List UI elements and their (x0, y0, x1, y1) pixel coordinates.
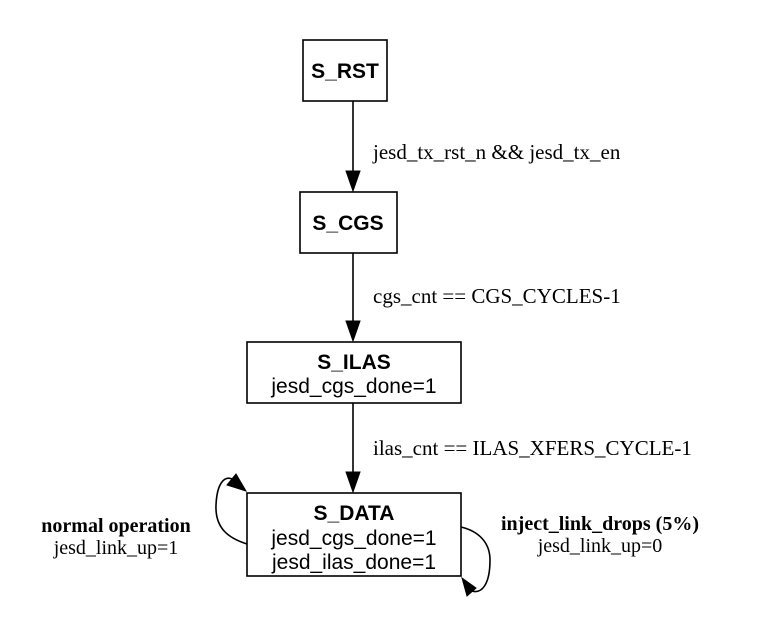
arrowhead-icon (461, 576, 477, 597)
transition-ilas-to-data: ilas_cnt == ILAS_XFERS_CYCLE-1 (345, 403, 692, 494)
state-s-cgs: S_CGS (299, 191, 398, 254)
state-box (299, 191, 398, 254)
state-box (246, 341, 462, 404)
loop-title: normal operation (41, 515, 190, 537)
arrowhead-icon (345, 320, 361, 343)
loop-curve (460, 526, 491, 593)
state-s-ilas: S_ILAS jesd_cgs_done=1 (246, 341, 462, 404)
arrowhead-icon (345, 170, 361, 193)
arrowhead-icon (226, 473, 248, 492)
arrowhead-icon (345, 471, 361, 494)
state-title: S_DATA (314, 502, 395, 525)
loop-output: jesd_link_up=1 (53, 537, 179, 559)
loop-title: inject_link_drops (5%) (501, 513, 699, 535)
self-loop-normal-operation: normal operation jesd_link_up=1 (41, 473, 248, 559)
transition-rst-to-cgs: jesd_tx_rst_n && jesd_tx_en (345, 101, 621, 193)
transition-cgs-to-ilas: cgs_cnt == CGS_CYCLES-1 (345, 253, 621, 343)
state-box (302, 39, 388, 102)
state-title: S_ILAS (317, 351, 391, 374)
state-s-rst: S_RST (302, 39, 388, 102)
state-output: jesd_ilas_done=1 (271, 551, 436, 574)
transition-label: ilas_cnt == ILAS_XFERS_CYCLE-1 (373, 436, 692, 460)
transition-label: cgs_cnt == CGS_CYCLES-1 (373, 284, 621, 308)
state-output: jesd_cgs_done=1 (270, 527, 436, 550)
state-title: S_CGS (312, 212, 383, 235)
loop-output: jesd_link_up=0 (537, 535, 663, 557)
state-s-data: S_DATA jesd_cgs_done=1 jesd_ilas_done=1 (246, 492, 462, 577)
loop-curve (215, 477, 248, 545)
state-output: jesd_cgs_done=1 (270, 375, 436, 398)
state-box (246, 492, 462, 577)
self-loop-inject-link-drops: inject_link_drops (5%) jesd_link_up=0 (460, 513, 699, 597)
transition-label: jesd_tx_rst_n && jesd_tx_en (372, 140, 621, 164)
state-title: S_RST (311, 60, 379, 83)
